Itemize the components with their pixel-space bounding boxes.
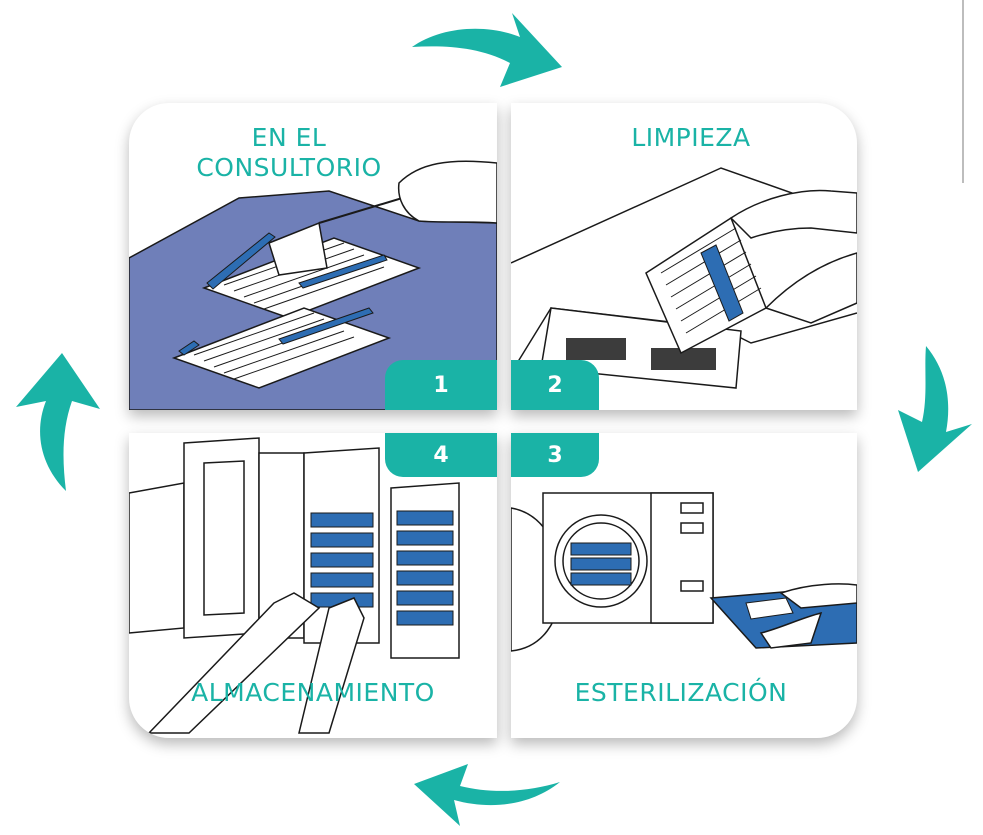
step-3-panel: ESTERILIZACIÓN 3 — [511, 433, 857, 738]
step-2-panel: LIMPIEZA 2 — [511, 103, 857, 410]
arrow-left-icon — [16, 353, 100, 491]
esterilizacion-illustration — [511, 492, 857, 652]
arrow-top-icon — [412, 13, 562, 87]
divider-line — [962, 0, 964, 183]
step-3-badge: 3 — [511, 433, 599, 477]
step-2-title: LIMPIEZA — [631, 123, 751, 152]
arrow-bottom-icon — [414, 764, 560, 826]
step-4-panel: ALMACENAMIENTO 4 — [129, 433, 497, 738]
step-4-badge: 4 — [385, 433, 497, 477]
step-1-title: EN EL CONSULTORIO — [196, 123, 382, 182]
step-1-panel: EN EL CONSULTORIO 1 — [129, 103, 497, 410]
step-1-badge: 1 — [385, 360, 497, 410]
step-3-title: ESTERILIZACIÓN — [574, 678, 788, 707]
step-2-badge: 2 — [511, 360, 599, 410]
arrow-right-icon — [898, 346, 972, 472]
almacenamiento-illustration — [129, 437, 460, 734]
step-4-title: ALMACENAMIENTO — [191, 678, 435, 707]
consultorio-illustration — [129, 160, 497, 410]
